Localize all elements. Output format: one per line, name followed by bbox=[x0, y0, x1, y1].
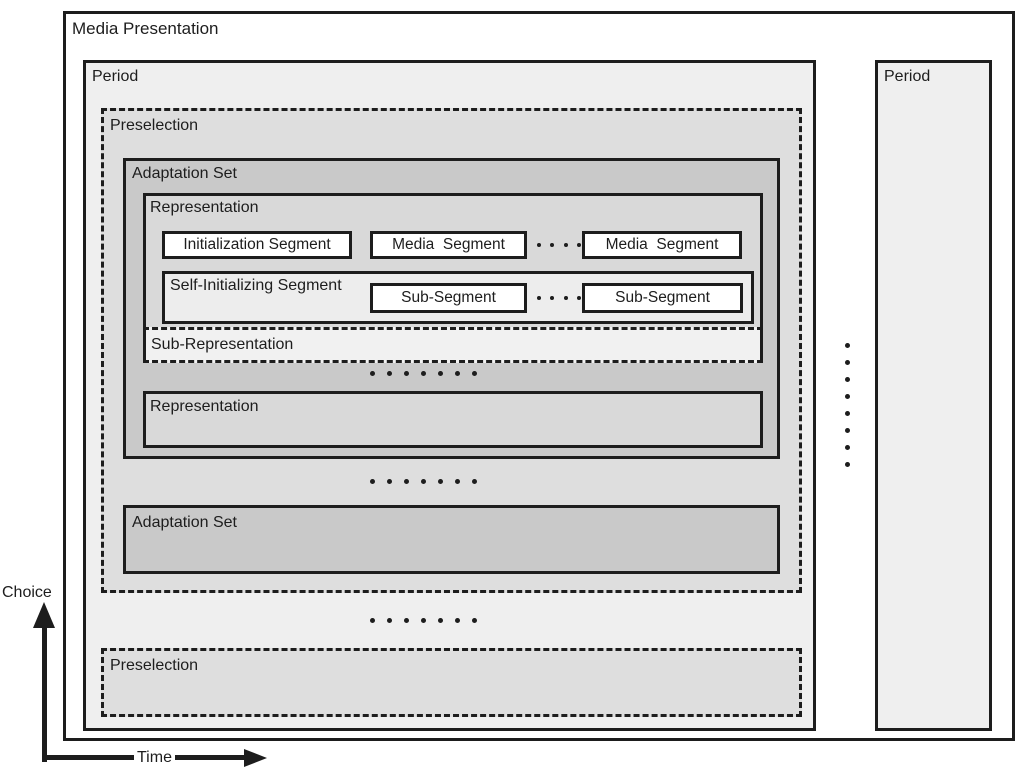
preselection-top-label: Preselection bbox=[110, 117, 199, 134]
sub-segment-box-last: Sub-Segment bbox=[582, 283, 743, 313]
ellipsis-dot bbox=[370, 371, 375, 376]
adaptation-set-ellipsis-dots bbox=[370, 477, 477, 486]
representation-box-top: Representation Initialization Segment Me… bbox=[143, 193, 763, 363]
ellipsis-dot bbox=[537, 296, 541, 300]
ellipsis-dot bbox=[438, 479, 443, 484]
initialization-segment-box: Initialization Segment bbox=[162, 231, 352, 259]
adaptation-set-box-bottom: Adaptation Set bbox=[123, 505, 780, 574]
media-segment-box-last: Media Segment bbox=[582, 231, 742, 259]
choice-axis-line bbox=[42, 626, 47, 762]
ellipsis-dot bbox=[550, 296, 555, 300]
period-left-label: Period bbox=[92, 68, 139, 85]
media-presentation-box: Media Presentation Period Preselection A… bbox=[63, 11, 1015, 741]
sub-segment-box-first: Sub-Segment bbox=[370, 283, 527, 313]
ellipsis-dot bbox=[844, 445, 850, 450]
ellipsis-dot bbox=[844, 360, 850, 365]
ellipsis-dot bbox=[576, 243, 581, 247]
ellipsis-dot bbox=[404, 618, 409, 623]
ellipsis-dot bbox=[404, 479, 409, 484]
sub-segment-last-label: Sub-Segment bbox=[615, 289, 710, 306]
ellipsis-dot bbox=[421, 618, 426, 623]
ellipsis-dot bbox=[404, 371, 409, 376]
adaptation-set-box-top: Adaptation Set Representation Initializa… bbox=[123, 158, 780, 459]
time-axis-label: Time bbox=[134, 749, 175, 767]
choice-axis-label: Choice bbox=[2, 584, 52, 601]
ellipsis-dot bbox=[472, 618, 477, 623]
ellipsis-dot bbox=[576, 296, 581, 300]
preselection-box-top: Preselection Adaptation Set Representati… bbox=[101, 108, 802, 593]
media-presentation-label: Media Presentation bbox=[72, 19, 219, 38]
preselection-box-bottom: Preselection bbox=[101, 648, 802, 717]
ellipsis-dot bbox=[387, 479, 392, 484]
adaptation-set-top-label: Adaptation Set bbox=[132, 165, 237, 182]
ellipsis-dot bbox=[387, 371, 392, 376]
choice-axis-arrowhead-icon bbox=[33, 602, 55, 628]
time-axis-arrowhead-icon bbox=[244, 749, 267, 767]
ellipsis-dot bbox=[844, 377, 850, 382]
sub-representation-label: Sub-Representation bbox=[151, 335, 294, 353]
ellipsis-dot bbox=[563, 296, 568, 300]
media-segment-first-label: Media Segment bbox=[392, 236, 505, 253]
ellipsis-dot bbox=[472, 371, 477, 376]
representation-bottom-label: Representation bbox=[150, 398, 259, 415]
self-initializing-segment-label: Self-Initializing Segment bbox=[170, 277, 342, 294]
ellipsis-dot bbox=[455, 479, 460, 484]
self-initializing-segment-box: Self-Initializing Segment Sub-Segment Su… bbox=[162, 271, 754, 324]
ellipsis-dot bbox=[421, 479, 426, 484]
sub-segment-first-label: Sub-Segment bbox=[401, 289, 496, 306]
ellipsis-dot bbox=[421, 371, 426, 376]
ellipsis-dot bbox=[455, 618, 460, 623]
representation-ellipsis-dots bbox=[370, 369, 477, 378]
ellipsis-dot bbox=[844, 343, 850, 348]
ellipsis-dot bbox=[537, 243, 541, 247]
preselection-bottom-label: Preselection bbox=[110, 657, 199, 674]
representation-box-bottom: Representation bbox=[143, 391, 763, 448]
ellipsis-dot bbox=[387, 618, 392, 623]
media-segment-ellipsis-dots bbox=[537, 231, 581, 259]
ellipsis-dot bbox=[472, 479, 477, 484]
adaptation-set-bottom-label: Adaptation Set bbox=[132, 514, 237, 531]
ellipsis-dot bbox=[455, 371, 460, 376]
ellipsis-dot bbox=[563, 243, 568, 247]
ellipsis-dot bbox=[370, 479, 375, 484]
sub-representation-box: Sub-Representation bbox=[143, 327, 763, 363]
period-box-right: Period bbox=[875, 60, 992, 731]
ellipsis-dot bbox=[844, 462, 850, 467]
representation-top-label: Representation bbox=[150, 199, 259, 216]
ellipsis-dot bbox=[844, 411, 850, 416]
ellipsis-dot bbox=[844, 394, 850, 399]
media-segment-last-label: Media Segment bbox=[605, 236, 719, 253]
ellipsis-dot bbox=[438, 371, 443, 376]
sub-segment-ellipsis-dots bbox=[537, 283, 581, 313]
period-right-label: Period bbox=[884, 68, 931, 85]
ellipsis-dot bbox=[438, 618, 443, 623]
ellipsis-dot bbox=[844, 428, 850, 433]
period-box-left: Period Preselection Adaptation Set Repre… bbox=[83, 60, 816, 731]
ellipsis-dot bbox=[550, 243, 555, 247]
period-ellipsis-dots bbox=[843, 343, 851, 467]
ellipsis-dot bbox=[370, 618, 375, 623]
initialization-segment-label: Initialization Segment bbox=[183, 236, 331, 253]
preselection-ellipsis-dots bbox=[370, 616, 477, 625]
media-segment-box-first: Media Segment bbox=[370, 231, 527, 259]
